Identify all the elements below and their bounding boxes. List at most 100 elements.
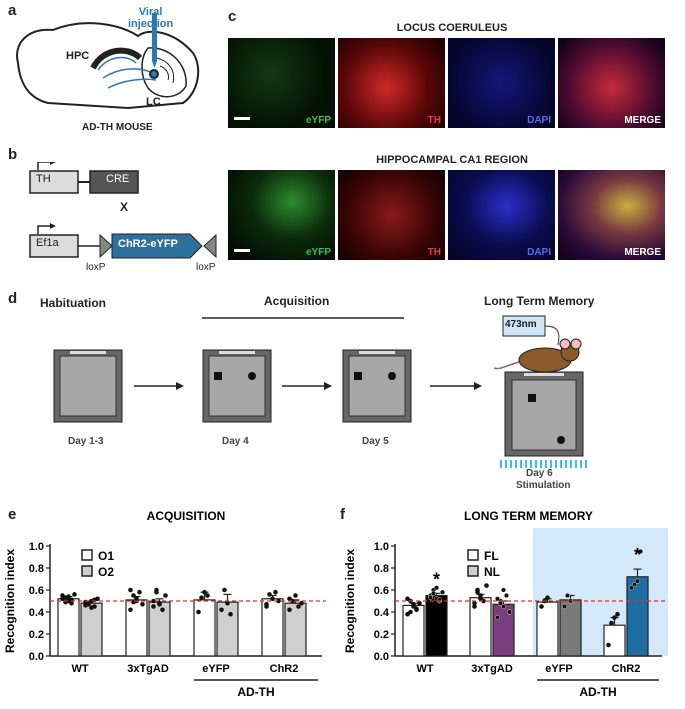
x-tick-label: ChR2 [270, 663, 299, 675]
data-point [417, 600, 422, 606]
data-point [163, 593, 168, 598]
panel-label-b: b [8, 146, 18, 163]
data-point [478, 593, 483, 598]
panel-label-d: d [8, 290, 18, 307]
data-point [72, 592, 77, 597]
significance-marker: * [433, 569, 440, 589]
data-point [414, 606, 419, 611]
loxp-left-label: loxP [86, 262, 106, 273]
chart-title: ACQUISITION [147, 509, 226, 523]
x-tick-label: WT [416, 663, 433, 675]
data-point [157, 602, 162, 607]
data-point [219, 607, 224, 613]
panel-label-c: c [228, 8, 237, 25]
data-point [222, 587, 227, 593]
panel-label-e: e [8, 506, 17, 523]
y-tick-label: 0.2 [374, 629, 389, 641]
ca1-dapi-image: DAPI [448, 170, 555, 260]
data-point [293, 593, 298, 598]
data-point [131, 593, 136, 598]
y-tick-label: 0.2 [29, 629, 44, 641]
y-tick-label: 0.8 [29, 563, 44, 575]
data-point [276, 598, 281, 604]
laser-label: 473nm [505, 319, 537, 330]
panel-label-f: f [340, 506, 345, 523]
data-point [287, 607, 292, 613]
legend-label: NL [484, 565, 500, 579]
data-point [430, 590, 436, 596]
data-point [427, 595, 433, 601]
data-point [629, 585, 635, 591]
data-point [506, 609, 512, 615]
lc-dapi-image: DAPI [448, 38, 555, 128]
x-tick-label: WT [71, 663, 88, 675]
data-point [128, 607, 133, 613]
day-label: Day 6 [526, 468, 553, 479]
channel-label: DAPI [527, 115, 551, 126]
data-point [500, 587, 506, 593]
data-point [539, 604, 544, 609]
data-point [472, 604, 477, 609]
data-point [635, 578, 641, 584]
data-point [270, 596, 275, 602]
data-point [478, 596, 483, 602]
data-point [609, 620, 614, 626]
data-point [196, 609, 201, 615]
stimulation-label: Stimulation [516, 480, 571, 491]
y-tick-label: 0.4 [29, 607, 45, 619]
data-point [205, 593, 210, 598]
acquisition-label: Acquisition [264, 294, 330, 308]
loxp-right-label: loxP [196, 262, 216, 273]
hpc-label: HPC [66, 50, 90, 62]
data-point [433, 585, 439, 591]
legend-label: O1 [98, 549, 114, 563]
bar [603, 624, 626, 657]
data-point [606, 642, 611, 648]
data-point [202, 589, 207, 595]
data-point [151, 598, 156, 604]
data-point [475, 589, 480, 595]
data-point [151, 604, 156, 609]
day-label: Day 4 [222, 436, 249, 447]
data-point [128, 587, 133, 593]
chr2-label: ChR2-eYFP [118, 238, 178, 250]
habituation-label: Habituation [40, 296, 106, 310]
x-tick-label: 3xTgAD [471, 663, 513, 675]
data-point [225, 600, 230, 606]
channel-label: DAPI [527, 247, 551, 258]
data-point [86, 600, 91, 606]
legend-swatch [467, 565, 479, 577]
viral-injection-label: Viral injection [128, 6, 174, 30]
cross-label: X [120, 200, 129, 214]
data-point [296, 604, 301, 609]
ltm-label: Long Term Memory [484, 294, 595, 308]
legend-swatch [81, 565, 93, 577]
group-label: AD-TH [579, 685, 616, 699]
legend-label: FL [484, 549, 499, 563]
data-point [612, 615, 617, 620]
data-point [287, 596, 292, 602]
legend-swatch [467, 549, 479, 561]
data-point [500, 603, 506, 609]
data-point [66, 594, 71, 599]
y-tick-label: 0.8 [374, 563, 389, 575]
data-point [267, 592, 272, 597]
ca1-th-image: TH [338, 170, 445, 260]
data-point [545, 595, 550, 600]
data-point [439, 589, 445, 595]
y-tick-label: 1.0 [29, 541, 44, 553]
legend-label: O2 [98, 565, 114, 579]
lc-merge-image: MERGE [558, 38, 665, 128]
ef1a-label: Ef1a [36, 237, 59, 249]
data-point [411, 602, 416, 607]
data-point [160, 607, 165, 613]
data-point [264, 602, 269, 607]
lc-eyfp-image: eYFP [228, 38, 335, 128]
data-point [89, 605, 94, 610]
bar [80, 602, 103, 657]
lc-label: LC [146, 96, 161, 108]
data-point [60, 596, 65, 602]
data-point [137, 589, 142, 595]
channel-label: TH [427, 247, 441, 258]
panel-label-a: a [8, 2, 17, 19]
